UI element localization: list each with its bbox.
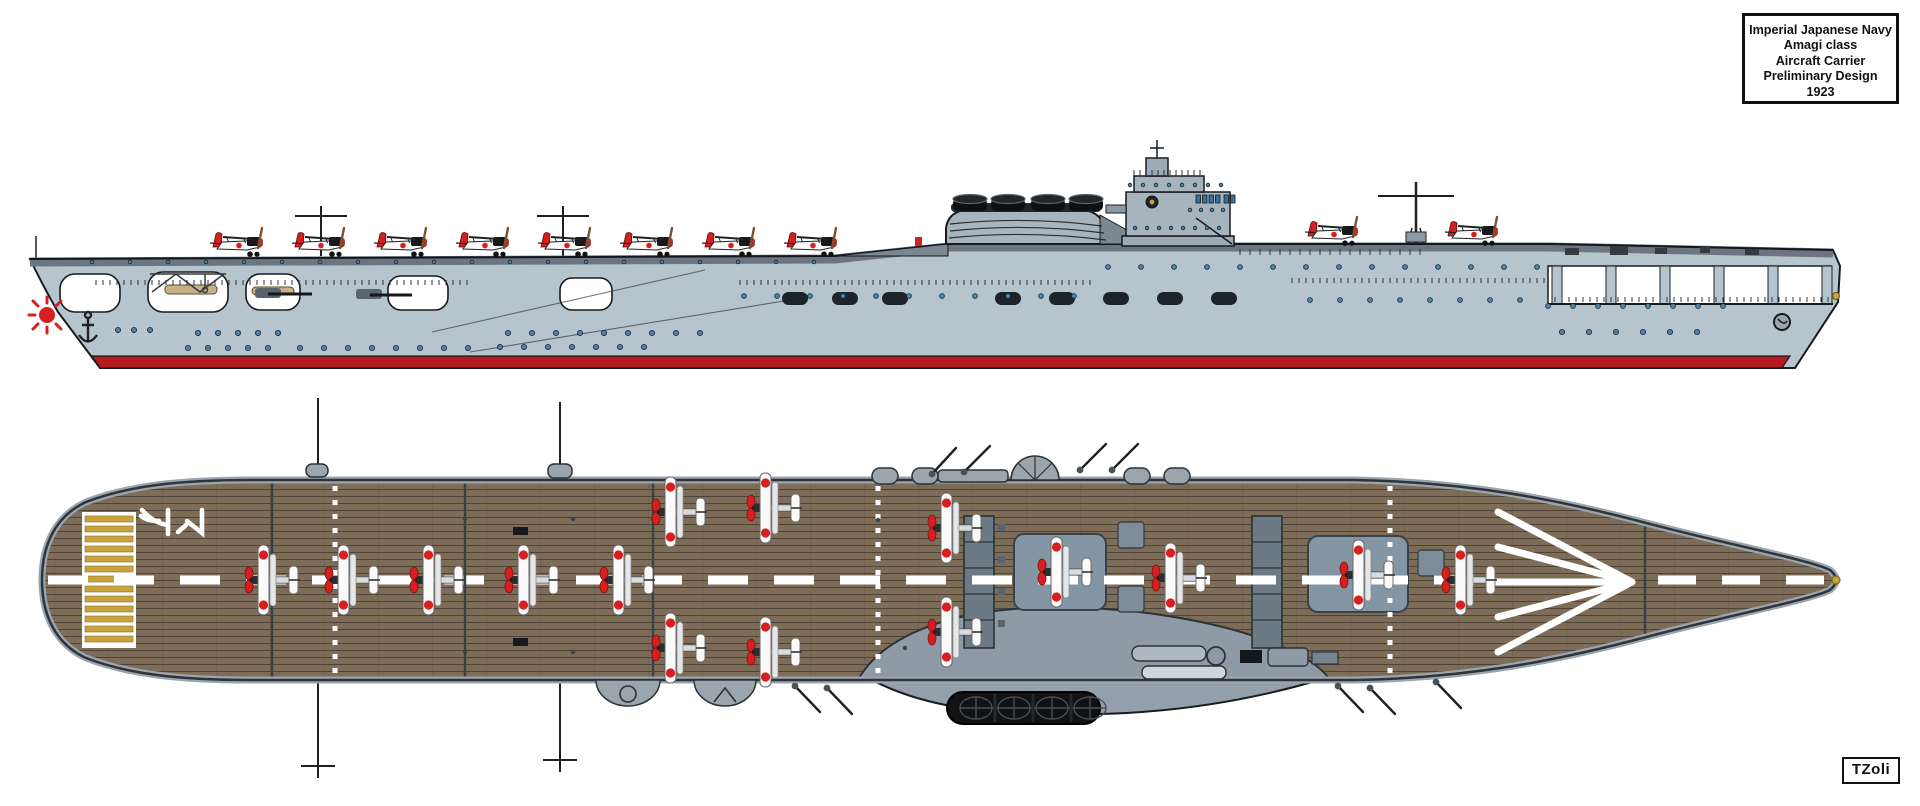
- deck-fittings: [915, 237, 1759, 255]
- deck-hatches-gray: [1117, 521, 1445, 613]
- title-line-class: Amagi class: [1783, 38, 1858, 53]
- anchor-icon: [78, 310, 98, 343]
- aa-gun-barrels: [791, 442, 1463, 716]
- mainmast-icon: [1378, 182, 1454, 245]
- title-box: Imperial Japanese Navy Amagi class Aircr…: [1742, 13, 1899, 104]
- railing-ticks: [95, 170, 1829, 302]
- plan-boats: [1131, 645, 1339, 680]
- rising-sun-emblem: [27, 295, 63, 335]
- title-line-navy: Imperial Japanese Navy: [1749, 23, 1892, 37]
- title-line-year: 1923: [1806, 84, 1835, 99]
- landing-arrow-marking: [1488, 508, 1636, 656]
- dotted-deck-lines: [332, 486, 1393, 676]
- funnel-casing: [945, 193, 1154, 245]
- artist-signature: TZoli: [1842, 757, 1900, 784]
- funnel-caps: [952, 193, 1104, 211]
- portholes: [89, 182, 1726, 351]
- radial-vent-icon: [1010, 455, 1060, 481]
- deck-name-marking: [138, 507, 205, 538]
- title-line-design: Preliminary Design: [1763, 69, 1878, 84]
- stern-tip-light: [1831, 575, 1841, 585]
- deck-hatches-black: [513, 527, 528, 646]
- title-line-type: Aircraft Carrier: [1775, 53, 1866, 68]
- side-view: [27, 140, 1842, 369]
- stern-light: [1832, 292, 1840, 300]
- waterline-stripe: [90, 355, 1792, 369]
- boat-crane-icon: [150, 273, 226, 294]
- casemate-ports: [782, 292, 1237, 305]
- funnel-exhaust-grating: [946, 691, 1107, 725]
- stern-gallery: [1547, 265, 1832, 305]
- plan-view: [42, 398, 1841, 778]
- casemate-gun-icon: [255, 288, 412, 299]
- edge-sponsons: [305, 463, 1191, 707]
